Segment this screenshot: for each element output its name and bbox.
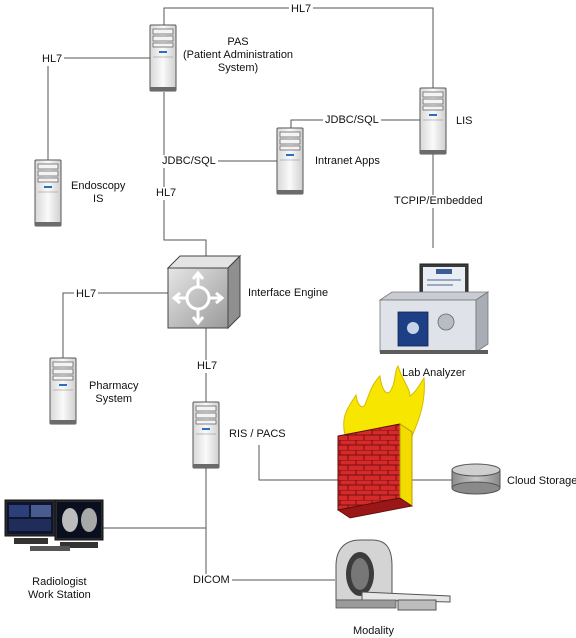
modality-label: Modality <box>353 625 394 637</box>
modality-icon[interactable] <box>335 539 451 611</box>
firewall-icon[interactable] <box>336 364 425 519</box>
pharmacy-server-icon[interactable] <box>49 357 77 425</box>
link-label-pas-intranet: JDBC/SQL <box>160 155 218 168</box>
lab-analyzer-label: Lab Analyzer <box>402 367 466 379</box>
endoscopy-server-icon[interactable] <box>34 159 62 227</box>
ris-pacs-server-icon[interactable] <box>192 401 220 469</box>
intranet-server-icon[interactable] <box>276 127 304 195</box>
radiologist-workstation-icon[interactable] <box>4 499 104 551</box>
intranet-label: Intranet Apps <box>315 155 380 167</box>
link-label-pas-engine: HL7 <box>154 187 179 200</box>
link-label-intranet-lis: JDBC/SQL <box>323 114 381 127</box>
link-engine-pharmacy <box>62 292 168 358</box>
link-label-pas-endoscopy: HL7 <box>40 53 65 66</box>
pharmacy-label: Pharmacy System <box>89 380 139 405</box>
cloud-storage-label: Cloud Storage <box>507 475 576 487</box>
ris-pacs-label: RIS / PACS <box>229 428 286 440</box>
link-label-engine-pharmacy: HL7 <box>74 288 99 301</box>
lab-analyzer-icon[interactable] <box>378 263 490 354</box>
link-pas-endoscopy <box>47 57 150 160</box>
link-label-pas-lis: HL7 <box>289 3 314 16</box>
link-label-lis-lab: TCPIP/Embedded <box>392 195 485 208</box>
lis-label: LIS <box>456 115 473 127</box>
pas-server-icon[interactable] <box>149 24 177 92</box>
cloud-storage-icon[interactable] <box>451 463 501 495</box>
link-ris-firewall <box>205 468 335 581</box>
link-label-ris-modality: DICOM <box>191 574 232 587</box>
lis-server-icon[interactable] <box>419 87 447 155</box>
interface-engine-icon[interactable] <box>166 254 242 330</box>
link-pas-intranet <box>163 92 207 258</box>
interface-engine-label: Interface Engine <box>248 287 329 299</box>
radiologist-label: Radiologist Work Station <box>28 576 91 601</box>
link-label-engine-ris: HL7 <box>195 360 220 373</box>
endoscopy-label: Endoscopy IS <box>71 180 126 205</box>
pas-label: PAS (Patient Administration System) <box>183 36 294 74</box>
